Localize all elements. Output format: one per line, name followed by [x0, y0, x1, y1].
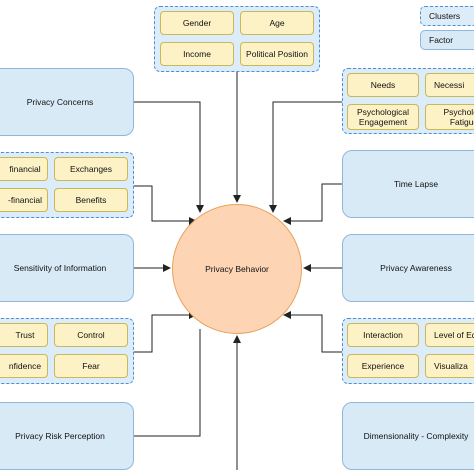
- gender-variable: Gender: [160, 11, 234, 35]
- confidence-variable: nfidence: [0, 354, 48, 378]
- income-variable: Income: [160, 42, 234, 66]
- visualization-variable: Visualiza: [425, 354, 474, 378]
- financial-variable: financial: [0, 157, 48, 181]
- arrow-time-lapse: [283, 183, 342, 225]
- privacy-concerns-factor: Privacy Concerns: [0, 68, 134, 136]
- arrow-financial: [134, 185, 197, 225]
- dimensionality-factor: Dimensionality - Complexity: [342, 402, 474, 470]
- exchanges-variable: Exchanges: [54, 157, 128, 181]
- time-lapse-factor: Time Lapse: [342, 150, 474, 218]
- sensitivity-factor: Sensitivity of Information: [0, 234, 134, 302]
- level-of-education-variable: Level of Edu: [425, 323, 474, 347]
- non-financial-variable: -financial: [0, 188, 48, 212]
- risk-perception-factor: Privacy Risk Perception: [0, 402, 134, 470]
- age-variable: Age: [240, 11, 314, 35]
- privacy-behavior-node: Privacy Behavior: [172, 204, 302, 334]
- necessity-variable: Necessi: [425, 73, 474, 97]
- fear-variable: Fear: [54, 354, 128, 378]
- arrow-needs: [269, 101, 342, 213]
- interaction-variable: Interaction: [347, 323, 419, 347]
- legend-factor: Factor: [420, 30, 474, 50]
- arrow-privacy-concerns: [134, 101, 204, 213]
- experience-variable: Experience: [347, 354, 419, 378]
- needs-variable: Needs: [347, 73, 419, 97]
- benefits-variable: Benefits: [54, 188, 128, 212]
- arrow-trust: [134, 311, 197, 353]
- control-variable: Control: [54, 323, 128, 347]
- psychological-fatigue-variable: Psychologi Fatigue: [425, 104, 474, 130]
- psychological-engagement-variable: Psychological Engagement: [347, 104, 419, 130]
- privacy-awareness-factor: Privacy Awareness: [342, 234, 474, 302]
- arrow-interaction: [283, 311, 342, 353]
- arrow-risk-perception: [134, 329, 201, 437]
- legend-clusters: Clusters: [420, 6, 474, 26]
- trust-variable: Trust: [0, 323, 48, 347]
- political-position-variable: Political Position: [240, 42, 314, 66]
